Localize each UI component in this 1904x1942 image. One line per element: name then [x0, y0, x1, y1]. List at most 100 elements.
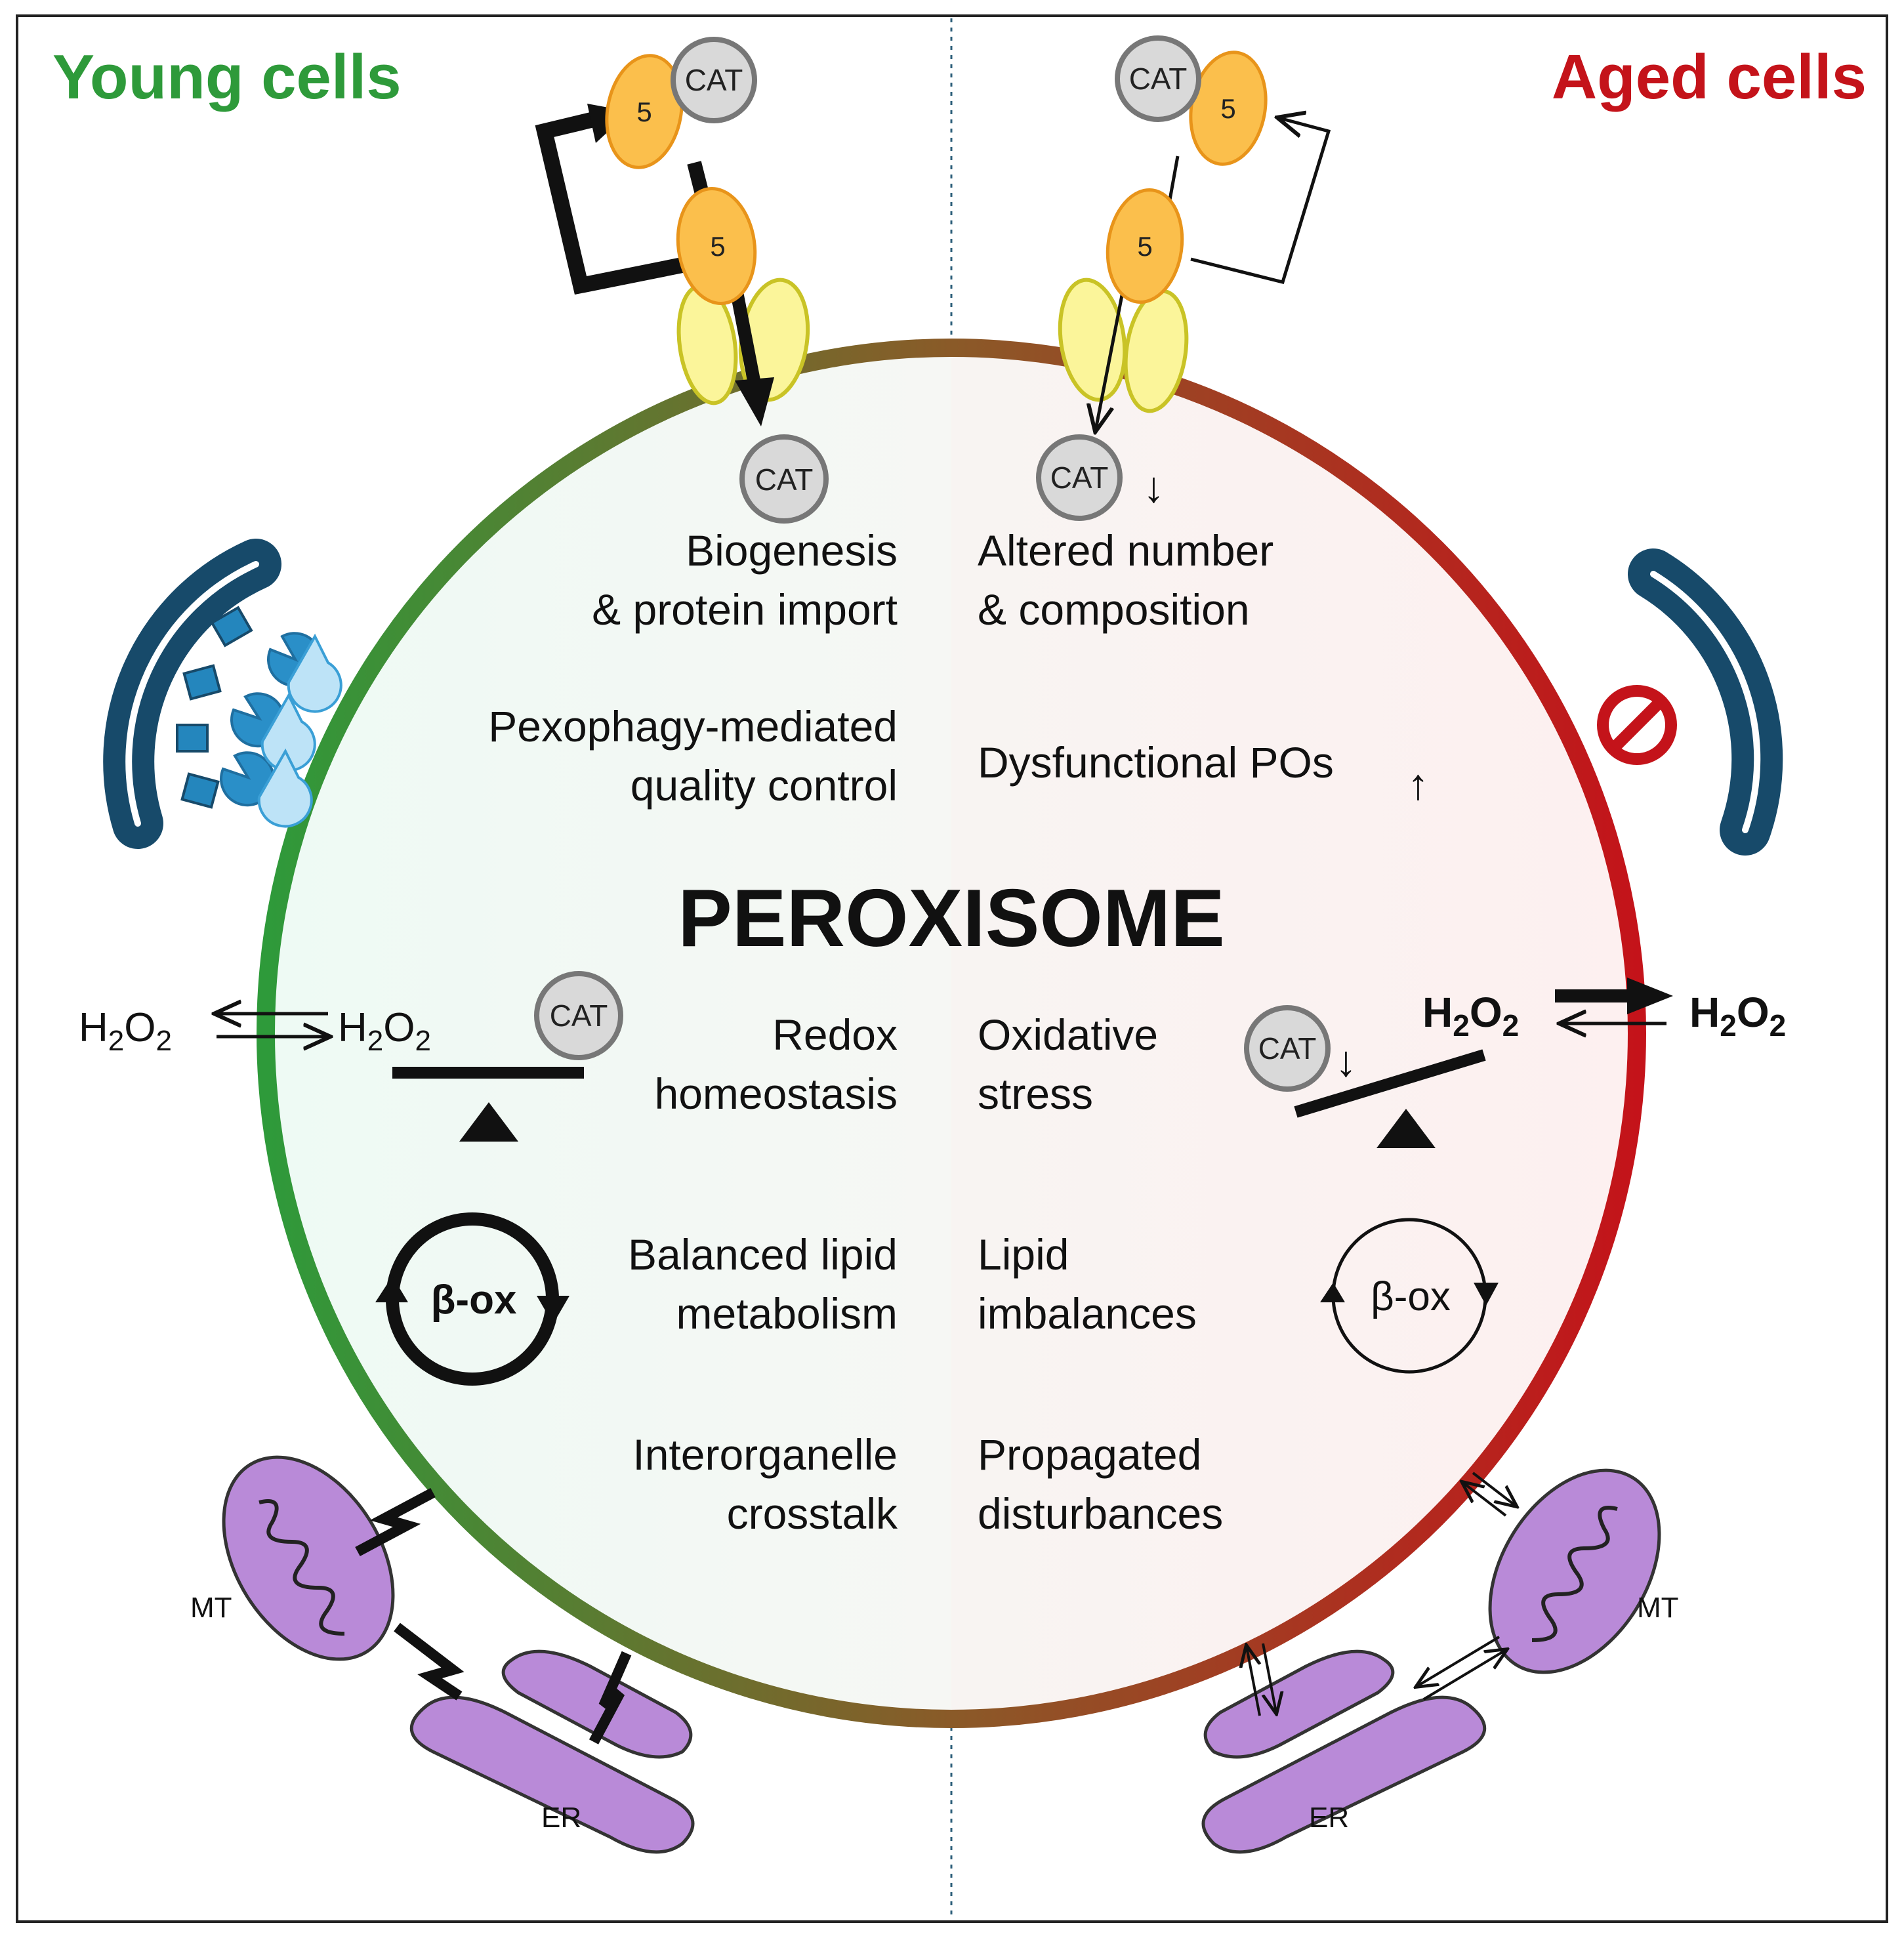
young-feature-1: Biogenesis & protein import — [592, 526, 898, 634]
recycle-arrow-aged — [1190, 118, 1331, 285]
crosstalk-arrows-aged — [1247, 1472, 1516, 1716]
catalase-label: CAT — [755, 463, 814, 497]
er-label-young: ER — [541, 1802, 581, 1834]
catalase-label: CAT — [1050, 461, 1109, 495]
receptor-segment — [180, 772, 220, 809]
dysfunction-increase-indicator: ↑ — [1407, 760, 1429, 808]
feature-line: imbalances — [978, 1289, 1197, 1338]
feature-line: quality control — [631, 761, 898, 810]
mitochondrion-young — [222, 1455, 395, 1661]
aged-feature-list: Altered number & compositionDysfunctional… — [978, 526, 1429, 1538]
beta-ox-label-aged: β-ox — [1371, 1274, 1451, 1319]
receptor-segment — [210, 606, 253, 648]
pex5-label: 5 — [1137, 231, 1152, 262]
pex5-free-young — [605, 54, 684, 169]
beta-ox-label-young: β-ox — [431, 1277, 517, 1323]
young-import-machinery: 5 5 CAT CAT — [535, 37, 829, 524]
h2o2-inside-young: H2O2 — [338, 1005, 431, 1057]
young-pexophagy — [103, 539, 342, 849]
catalase-imported-young — [739, 434, 829, 524]
feature-line: Lipid — [978, 1230, 1069, 1279]
young-organelles: MT ER — [190, 1455, 695, 1854]
young-beta-oxidation: β-ox — [375, 1212, 569, 1386]
peroxisome-membrane — [257, 339, 1646, 1728]
aged-redox: H2O2 H2O2 CAT ↓ — [1244, 978, 1786, 1148]
ubiquitin-drop — [257, 748, 313, 828]
feature-line: & protein import — [592, 585, 898, 634]
feature-line: Balanced lipid — [628, 1230, 898, 1279]
feature-line: homeostasis — [654, 1069, 898, 1118]
aged-feature-4: Lipid imbalances — [978, 1230, 1197, 1338]
aged-import-machinery: 5 5 CAT CAT ↓ — [1036, 35, 1331, 521]
catalase-cargo-aged — [1115, 35, 1201, 122]
young-cells-heading: Young cells — [52, 42, 402, 112]
prohibited-icon — [1597, 685, 1677, 765]
catalase-label: CAT — [550, 999, 608, 1033]
young-feature-4: Balanced lipid metabolism — [628, 1230, 898, 1338]
aged-cells-heading: Aged cells — [1552, 42, 1867, 112]
feature-line: Biogenesis — [686, 526, 898, 575]
pex5-label: 5 — [1220, 93, 1235, 124]
mitochondrial-cristae — [259, 1499, 345, 1636]
figure-border — [16, 14, 1888, 1923]
aged-feature-5: Propagated disturbances — [978, 1430, 1223, 1538]
mt-label-young: MT — [190, 1592, 232, 1624]
feature-line: & composition — [978, 585, 1250, 634]
receptor-segment — [182, 664, 222, 701]
crosstalk-arrows-young — [355, 1487, 632, 1745]
er-aged-2 — [1203, 1649, 1395, 1759]
young-feature-5: Interorganelle crosstalk — [632, 1430, 898, 1538]
h2o2-inside-aged: H2O2 — [1422, 989, 1519, 1043]
young-feature-3: Redox homeostasis — [654, 1010, 898, 1118]
aged-pexophagy-blocked — [1597, 548, 1783, 856]
balance-fulcrum-young — [459, 1102, 518, 1142]
feature-line: Altered number — [978, 526, 1273, 575]
catalase-cargo-young — [671, 37, 757, 123]
recycle-arrow-young — [535, 112, 704, 295]
feature-line: Interorganelle — [632, 1430, 898, 1479]
feature-line: disturbances — [978, 1489, 1223, 1538]
aged-beta-oxidation: β-ox — [1320, 1218, 1499, 1374]
catalase-label: CAT — [1258, 1031, 1317, 1065]
feature-line: Oxidative — [978, 1010, 1158, 1059]
young-redox: H2O2 H2O2 CAT — [79, 971, 623, 1142]
balance-fulcrum-aged — [1376, 1109, 1436, 1148]
mt-label-aged: MT — [1637, 1592, 1679, 1624]
h2o2-outside-young: H2O2 — [79, 1005, 172, 1057]
feature-line: Dysfunctional POs — [978, 738, 1334, 787]
feature-line: stress — [978, 1069, 1093, 1118]
mitochondrial-cristae — [1531, 1506, 1618, 1642]
peroxisome-lumen — [266, 348, 1637, 1719]
pex5-tether-aged — [1167, 155, 1180, 204]
er-aged — [1201, 1695, 1487, 1854]
catalase-balance-young — [534, 971, 623, 1060]
feature-line: Redox — [772, 1010, 898, 1059]
balance-beam-aged — [1294, 1049, 1486, 1118]
pex5-label: 5 — [710, 231, 725, 262]
receptor-segment — [176, 724, 209, 753]
ubiquitin-drop — [287, 633, 342, 713]
catalase-label: CAT — [1129, 62, 1188, 96]
feature-line: Pexophagy-mediated — [488, 702, 898, 751]
aged-feature-2: Dysfunctional POs — [978, 738, 1334, 787]
er-young — [409, 1695, 695, 1854]
import-arrow-aged — [1096, 288, 1125, 430]
aged-organelles: MT ER — [1201, 1468, 1679, 1854]
h2o2-outside-aged: H2O2 — [1689, 989, 1786, 1043]
catalase-balance-aged — [1244, 1005, 1331, 1092]
catalase-label: CAT — [685, 63, 743, 97]
pex5-label: 5 — [636, 96, 652, 127]
pex5-bound-young — [676, 186, 757, 306]
young-feature-list: Biogenesis & protein importPexophagy-medi… — [488, 526, 898, 1538]
pex5-bound-aged — [1106, 188, 1184, 304]
feature-line: Propagated — [978, 1430, 1201, 1479]
er-young-2 — [501, 1649, 693, 1759]
feature-line: crosstalk — [727, 1489, 898, 1538]
ubiquitin-drop — [260, 692, 316, 772]
feature-line: metabolism — [676, 1289, 898, 1338]
aged-feature-3: Oxidative stress — [978, 1010, 1158, 1118]
catalase-decrease-indicator: ↓ — [1143, 463, 1165, 511]
catalase-imported-aged — [1036, 434, 1123, 521]
